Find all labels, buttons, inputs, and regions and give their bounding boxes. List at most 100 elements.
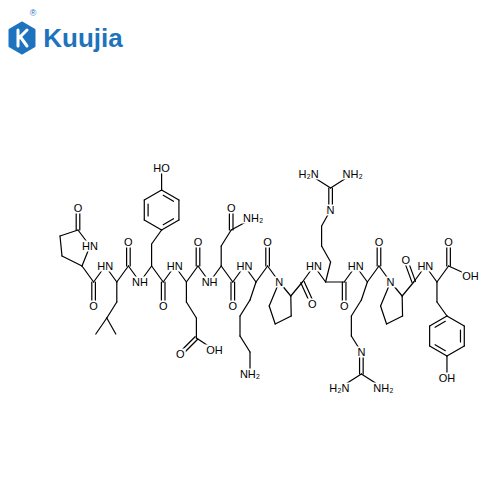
bond-line (256, 266, 268, 282)
atom-label: NH₂ (242, 213, 264, 224)
bond-line (82, 266, 94, 282)
atom-label: OH (438, 373, 457, 384)
bond-line (429, 326, 430, 346)
bond-line (162, 220, 179, 230)
bond-line (402, 282, 414, 296)
bond-line (221, 246, 222, 266)
bond-line (107, 302, 117, 318)
atom-label: O (443, 237, 454, 248)
bond-line (186, 266, 198, 282)
bond-line (196, 318, 197, 338)
atom-label: O (193, 237, 204, 248)
bond-line (430, 316, 447, 326)
bond-line (240, 336, 250, 352)
atom-label: H₂N (298, 169, 320, 180)
bond-line (152, 266, 164, 282)
atom-label: HN (235, 261, 253, 272)
bond-line (163, 195, 173, 201)
atom-label: HN (347, 261, 365, 272)
registered-mark: ® (30, 9, 37, 18)
atom-label: OH (461, 271, 480, 282)
atom-label: O (307, 299, 318, 310)
bond-line (381, 306, 387, 324)
bond-line (62, 256, 82, 266)
bond-line (435, 345, 445, 351)
bond-line (361, 282, 367, 300)
bond-line (326, 262, 331, 282)
atom-label: NH₂ (342, 169, 364, 180)
atom-label: O (73, 203, 84, 214)
atom-label: HN (166, 261, 184, 272)
bond-line (387, 316, 403, 324)
bond-line (144, 200, 145, 220)
bond-line (269, 306, 275, 324)
bond-line (326, 281, 345, 282)
bond-line (435, 321, 445, 327)
bond-line (290, 296, 292, 316)
bond-line (367, 266, 379, 282)
bond-line (163, 219, 173, 225)
atom-label: O (158, 301, 169, 312)
bond-line (436, 282, 437, 302)
bond-line (291, 282, 303, 296)
atom-label: O (226, 203, 237, 214)
atom-label: N (386, 277, 396, 288)
atom-label: O (374, 237, 385, 248)
bond-line (60, 236, 62, 256)
atom-label: N (356, 347, 366, 358)
atom-label: O (88, 301, 99, 312)
bond-line (116, 282, 117, 302)
bond-line (464, 326, 465, 346)
atom-label: O (228, 301, 239, 312)
atom-label: O (339, 301, 350, 312)
atom-label: O (123, 237, 134, 248)
bond-line (162, 190, 179, 200)
bond-line (239, 316, 240, 336)
bond-line (275, 316, 291, 324)
atom-label: O (175, 349, 186, 360)
bond-line (351, 316, 352, 336)
atom-label: OH (205, 345, 224, 356)
atom-label: O (400, 255, 411, 266)
bond-line (152, 230, 162, 244)
atom-label: NH₂ (372, 383, 394, 394)
bond-line (186, 282, 187, 302)
bond-line (447, 346, 464, 356)
atom-label: N (274, 277, 284, 288)
atom-label: HN (96, 261, 114, 272)
bond-line (351, 300, 361, 316)
bond-line (321, 226, 322, 246)
bond-line (240, 300, 250, 316)
bond-line (402, 296, 404, 316)
logo-wordmark: Kuujia (43, 25, 122, 51)
bond-line (221, 266, 233, 282)
atom-label: NH (201, 277, 219, 288)
bond-line (151, 244, 152, 266)
atom-label: HO (152, 163, 171, 174)
atom-label: NH₂ (239, 369, 261, 380)
bond-line (430, 346, 447, 356)
bond-line (144, 220, 161, 230)
bond-line (178, 200, 179, 220)
bond-line (147, 204, 148, 216)
bond-line (107, 318, 116, 334)
bond-line (437, 266, 449, 282)
atom-label: HN (305, 261, 323, 272)
bond-line (437, 302, 447, 316)
bond-line (460, 330, 461, 342)
atom-label: O (262, 237, 273, 248)
bond-line (221, 230, 231, 246)
atom-label: HN (81, 241, 99, 252)
bond-line (117, 266, 129, 282)
atom-label: H₂N (328, 383, 350, 394)
logo-hexagon (10, 23, 34, 53)
bond-line (144, 190, 161, 200)
bond-line (96, 318, 107, 334)
bond-line (60, 230, 78, 236)
atom-label: N (326, 205, 336, 216)
bond-line (447, 316, 464, 326)
